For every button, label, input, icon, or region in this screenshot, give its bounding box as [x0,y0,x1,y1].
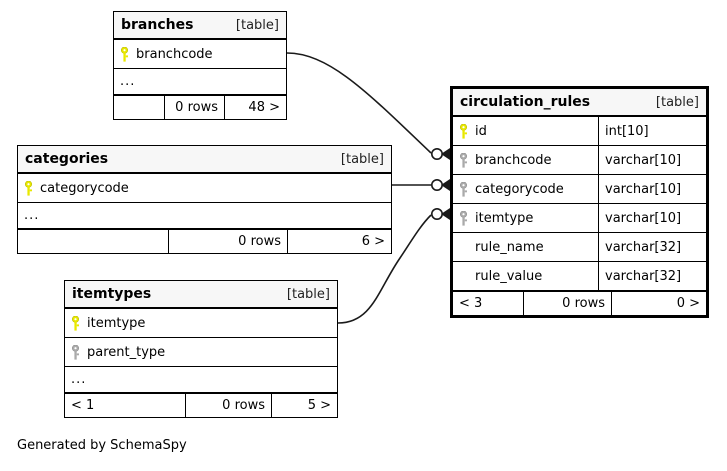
more-columns-ellipsis: ... [65,367,337,393]
cardinality-arrow-categorycode [441,179,450,191]
column-name-cell: branchcode [114,40,286,68]
column-row-itemtype[interactable]: itemtype varchar[10] [453,204,706,233]
column-row-rule_name[interactable]: rule_name varchar[32] [453,233,706,262]
table-branches-kind: [table] [235,17,279,33]
table-branches-title: branches [121,17,194,33]
table-itemtypes-footer: < 1 0 rows 5 > [65,393,337,417]
column-label: categorycode [475,181,564,197]
child-count-cell[interactable]: 5 > [271,394,337,417]
foreign-key-icon [459,181,468,197]
more-columns-ellipsis: ... [114,69,286,95]
foreign-key-icon [459,152,468,168]
table-categories-kind: [table] [340,151,384,167]
table-categories-footer: 0 rows 6 > [18,229,391,253]
generator-credit: Generated by SchemaSpy [17,438,187,453]
row-count-cell: 0 rows [164,96,224,119]
column-row-branchcode[interactable]: branchcode [114,40,286,69]
table-itemtypes-title: itemtypes [72,286,152,302]
table-categories-header: categories [table] [18,146,391,174]
column-row-categorycode[interactable]: categorycode [18,174,391,203]
table-branches-header: branches [table] [114,12,286,40]
table-circulation-rules-footer: < 3 0 rows 0 > [453,291,706,315]
connector-terminator-itemtype [430,208,450,221]
column-label: branchcode [475,152,552,168]
row-count-cell: 0 rows [168,230,287,253]
more-columns-ellipsis: ... [18,203,391,229]
column-name-cell: categorycode [18,174,391,202]
column-row-rule_value[interactable]: rule_value varchar[32] [453,262,706,291]
column-type-cell: int[10] [598,117,706,145]
primary-key-icon [71,315,80,331]
table-circulation-rules[interactable]: circulation_rules [table] id int[10] [450,86,709,318]
column-name-cell: branchcode [453,146,598,174]
column-type-cell: varchar[32] [598,233,706,261]
foreign-key-icon [459,210,468,226]
column-name-cell: rule_name [453,233,598,261]
parent-count-cell[interactable] [114,96,164,119]
column-name-cell: categorycode [453,175,598,203]
cardinality-arrow-branchcode [441,148,450,160]
column-name-cell: itemtype [65,309,337,337]
primary-key-icon [459,123,468,139]
child-count-cell[interactable]: 48 > [224,96,286,119]
edge-branches-to-circulation-rules [286,52,432,154]
column-type-cell: varchar[10] [598,146,706,174]
parent-count-cell[interactable]: < 1 [71,398,95,413]
column-row-id[interactable]: id int[10] [453,117,706,146]
table-circulation-rules-header: circulation_rules [table] [453,89,706,117]
column-row-parent_type[interactable]: parent_type [65,338,337,367]
table-itemtypes-kind: [table] [286,286,330,302]
column-type-cell: varchar[32] [598,262,706,290]
column-label: itemtype [87,315,146,331]
column-label: rule_name [475,239,544,255]
table-categories-title: categories [25,151,109,167]
column-name-cell: rule_value [453,262,598,290]
table-itemtypes[interactable]: itemtypes [table] itemtype [64,280,338,418]
cardinality-zero-circle-categorycode [430,179,443,192]
row-count-cell: 0 rows [523,292,611,315]
connector-terminator-branchcode [430,148,450,161]
table-itemtypes-header: itemtypes [table] [65,281,337,309]
column-name-cell: parent_type [65,338,337,366]
cardinality-arrow-itemtype [441,208,450,220]
primary-key-icon [120,46,129,62]
row-count-cell: 0 rows [185,394,271,417]
column-label: branchcode [136,46,213,62]
table-branches[interactable]: branches [table] branchcode ... 0 rows [113,11,287,120]
child-count-cell[interactable]: 0 > [611,292,706,315]
column-label: categorycode [40,180,129,196]
child-count-cell[interactable]: 6 > [287,230,391,253]
column-label: id [475,123,487,139]
cardinality-zero-circle-itemtype [430,208,443,221]
table-circulation-rules-kind: [table] [655,94,699,110]
column-type-cell: varchar[10] [598,175,706,203]
table-branches-footer: 0 rows 48 > [114,95,286,119]
connector-terminator-categorycode [430,179,450,192]
column-row-categorycode[interactable]: categorycode varchar[10] [453,175,706,204]
column-row-branchcode[interactable]: branchcode varchar[10] [453,146,706,175]
column-row-itemtype[interactable]: itemtype [65,309,337,338]
column-label: rule_value [475,268,543,284]
column-name-cell: id [453,117,598,145]
table-categories[interactable]: categories [table] categorycode ... 0 ro… [17,145,392,254]
column-name-cell: itemtype [453,204,598,232]
primary-key-icon [24,180,33,196]
parent-count-cell[interactable]: < 3 [459,296,483,311]
column-label: parent_type [87,344,166,360]
table-circulation-rules-title: circulation_rules [460,94,591,110]
column-type-cell: varchar[10] [598,204,706,232]
cardinality-zero-circle-branchcode [430,148,443,161]
foreign-key-icon [71,344,80,360]
column-label: itemtype [475,210,534,226]
parent-count-cell[interactable] [18,230,168,253]
